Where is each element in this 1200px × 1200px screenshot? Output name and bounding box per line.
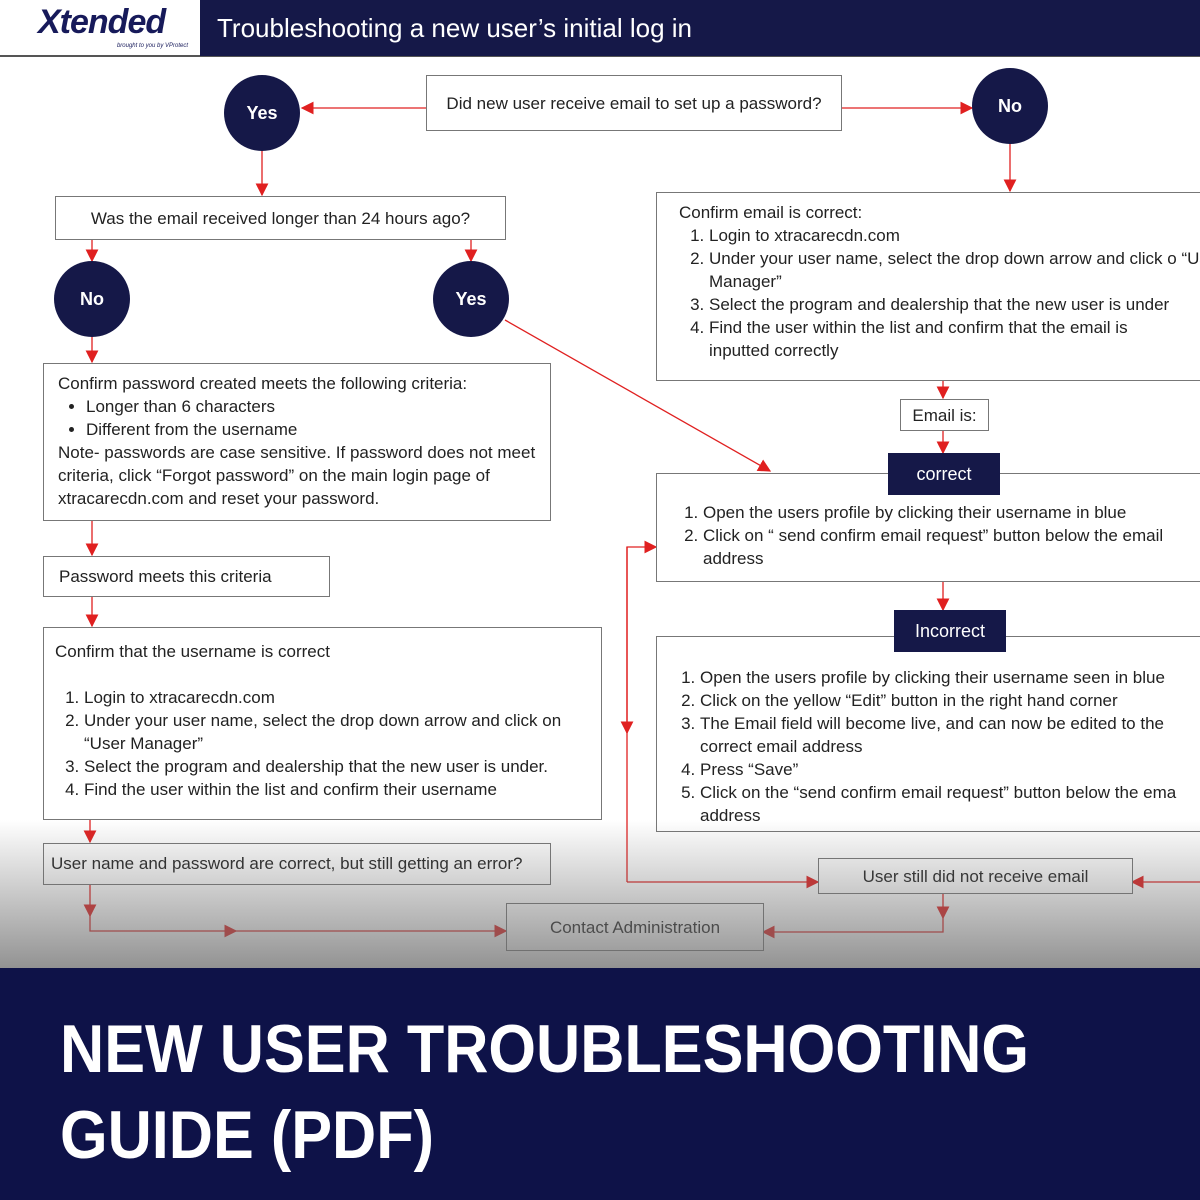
list-item: Find the user within the list and confir… bbox=[84, 778, 590, 801]
list-item: Different from the username bbox=[86, 418, 536, 441]
list-item: Open the users profile by clicking their… bbox=[703, 501, 1199, 524]
list-item: Open the users profile by clicking their… bbox=[700, 666, 1200, 689]
list-item: The Email field will become live, and ca… bbox=[700, 712, 1200, 758]
contact-admin-box: Contact Administration bbox=[506, 903, 764, 951]
username-title: Confirm that the username is correct bbox=[55, 642, 330, 661]
list-item: Click on “ send confirm email request” b… bbox=[703, 524, 1200, 570]
correct-label: correct bbox=[888, 453, 1000, 495]
not-received-box: User still did not receive email bbox=[818, 858, 1133, 894]
no-node: No bbox=[54, 261, 130, 337]
q-24-hours: Was the email received longer than 24 ho… bbox=[55, 196, 506, 240]
list-item: Select the program and dealership that t… bbox=[709, 293, 1193, 316]
page-title: Troubleshooting a new user’s initial log… bbox=[200, 0, 1200, 56]
arrow bbox=[504, 319, 772, 472]
criteria-note: Note- passwords are case sensitive. If p… bbox=[58, 443, 536, 508]
q-received-email: Did new user receive email to set up a p… bbox=[426, 75, 842, 131]
criteria-title: Confirm password created meets the follo… bbox=[58, 374, 468, 393]
arrow bbox=[89, 916, 238, 938]
confirm-email-box: Confirm email is correct: Login to xtrac… bbox=[656, 192, 1200, 381]
list-item: Under your user name, select the drop do… bbox=[84, 709, 590, 755]
incorrect-steps-box: Open the users profile by clicking their… bbox=[656, 636, 1200, 832]
list-item: Login to xtracarecdn.com bbox=[84, 686, 590, 709]
confirm-username-box: Confirm that the username is correct Log… bbox=[43, 627, 602, 820]
confirm-email-title: Confirm email is correct: bbox=[679, 203, 863, 222]
list-item: Click on the “send confirm email request… bbox=[700, 781, 1200, 827]
list-item: Click on the yellow “Edit” button in the… bbox=[700, 689, 1200, 712]
banner-title-line2: GUIDE (PDF) bbox=[60, 1097, 434, 1173]
banner-title-line1: NEW USER TROUBLESHOOTING bbox=[60, 1011, 1030, 1087]
yes-node: Yes bbox=[224, 75, 300, 151]
arrow bbox=[761, 918, 944, 939]
password-meets-box: Password meets this criteria bbox=[43, 556, 330, 597]
list-item: Login to xtracarecdn.com bbox=[709, 224, 1193, 247]
logo-tagline: brought to you by VProtect bbox=[116, 43, 188, 49]
list-item: Press “Save” bbox=[700, 758, 1200, 781]
arrow bbox=[626, 540, 658, 882]
password-criteria-box: Confirm password created meets the follo… bbox=[43, 363, 551, 521]
logo-wordmark: Xtended bbox=[38, 3, 166, 41]
xtended-logo: Xtended brought to you by VProtect bbox=[38, 4, 188, 54]
list-item: Select the program and dealership that t… bbox=[84, 755, 590, 778]
guide-banner[interactable]: NEW USER TROUBLESHOOTING GUIDE (PDF) bbox=[0, 968, 1200, 1200]
list-item: Longer than 6 characters bbox=[86, 395, 536, 418]
list-item: Find the user within the list and confir… bbox=[709, 316, 1169, 362]
incorrect-label: Incorrect bbox=[894, 610, 1006, 652]
yes-node: Yes bbox=[433, 261, 509, 337]
still-error-box: User name and password are correct, but … bbox=[43, 843, 551, 885]
no-node: No bbox=[972, 68, 1048, 144]
email-is-box: Email is: bbox=[900, 399, 989, 431]
list-item: Under your user name, select the drop do… bbox=[709, 247, 1200, 293]
